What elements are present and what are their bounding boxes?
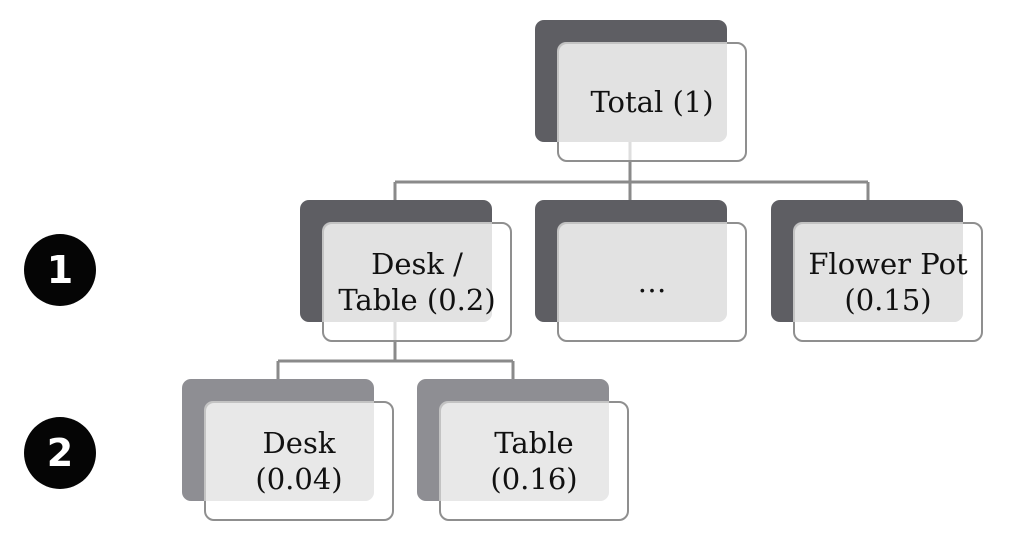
level-1-badge: 1 <box>24 234 96 306</box>
node-flower-pot: Flower Pot (0.15) <box>771 200 985 344</box>
node-total: Total (1) <box>535 20 749 164</box>
level-2-badge: 2 <box>24 417 96 489</box>
node-table: Table (0.16) <box>417 379 631 523</box>
node-desk-card: Desk (0.04) <box>204 401 394 521</box>
node-total-card: Total (1) <box>557 42 747 162</box>
node-desk-table-label: Desk / Table (0.2) <box>338 247 496 317</box>
node-desk: Desk (0.04) <box>182 379 396 523</box>
node-desk-table-card: Desk / Table (0.2) <box>322 222 512 342</box>
node-ellipsis: … <box>535 200 749 344</box>
node-table-label: Table (0.16) <box>490 426 578 496</box>
node-desk-table: Desk / Table (0.2) <box>300 200 514 344</box>
node-ellipsis-card: … <box>557 222 747 342</box>
node-flower-pot-label: Flower Pot (0.15) <box>808 247 968 317</box>
node-table-card: Table (0.16) <box>439 401 629 521</box>
node-desk-label: Desk (0.04) <box>255 426 343 496</box>
node-flower-pot-card: Flower Pot (0.15) <box>793 222 983 342</box>
node-total-label: Total (1) <box>590 85 714 119</box>
node-ellipsis-label: … <box>637 265 667 299</box>
